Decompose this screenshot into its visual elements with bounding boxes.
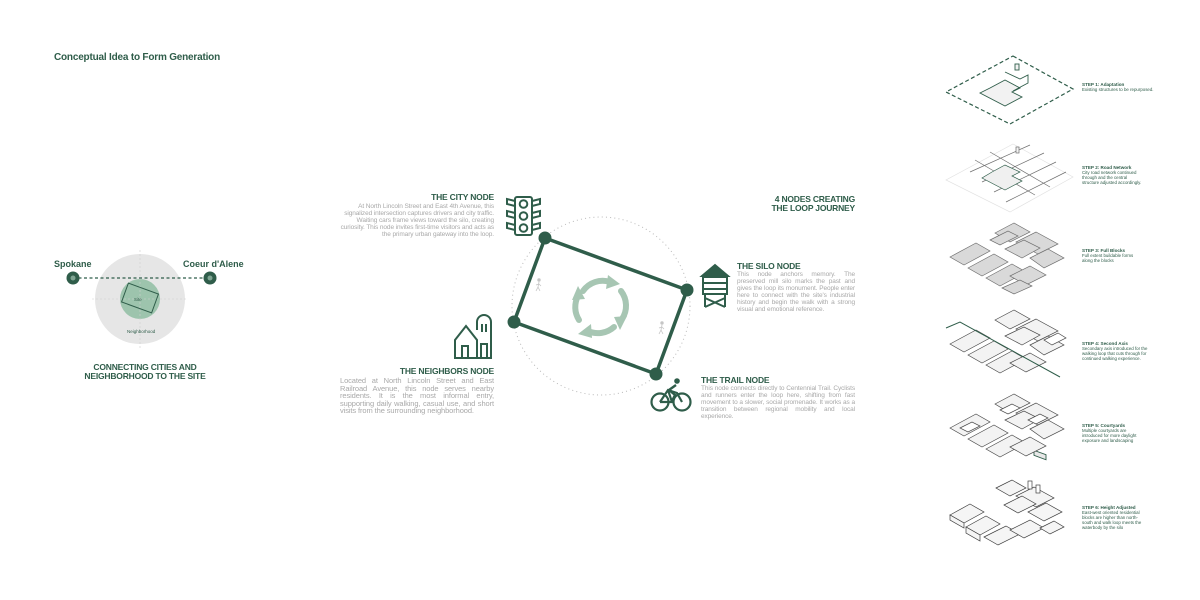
step-3-caption: STEP 3: Full Blocks Full extent buildabl… (1082, 248, 1142, 263)
nodes-heading: 4 NODES CREATING THE LOOP JOURNEY (700, 195, 855, 213)
node-silo-dot (680, 283, 694, 297)
step-5-diagram (949, 393, 1065, 458)
step-2-text: City road network continued through and … (1082, 170, 1142, 186)
step-3-text: Full extent buildable forms along the bl… (1082, 253, 1134, 264)
step-4-title: STEP 4: Second Axis (1082, 341, 1128, 346)
step-6-caption: STEP 6: Height Adjusted East-west orient… (1082, 505, 1148, 530)
city-node-text: At North Lincoln Street and East 4th Ave… (340, 203, 495, 238)
nodes-heading-line-2: THE LOOP JOURNEY (771, 203, 855, 213)
step-2-diagram (945, 143, 1074, 213)
page-title: Conceptual Idea to Form Generation (54, 52, 220, 63)
city-label-spokane: Spokane (54, 259, 92, 269)
step-5-text: Multiple courtyards are introduced for m… (1082, 428, 1137, 444)
neighborhood-label: Neighborhood (127, 329, 156, 334)
step-4-text: Secondary axis introduced for the walkin… (1082, 346, 1148, 362)
connecting-caption: CONNECTING CITIES AND NEIGHBORHOOD TO TH… (60, 363, 230, 381)
house-barn-icon (454, 314, 492, 359)
traffic-light-icon (506, 196, 541, 236)
step-3-title: STEP 3: Full Blocks (1082, 248, 1126, 253)
caption-line-1: CONNECTING CITIES AND (93, 362, 197, 372)
step-4-caption: STEP 4: Second Axis Secondary axis intro… (1082, 341, 1148, 361)
caption-line-2: NEIGHBORHOOD TO THE SITE (84, 371, 206, 381)
step-6-text: East-west oriented residential blocks ar… (1082, 510, 1142, 531)
loop-dotted-circle (511, 216, 691, 396)
trail-node-title: THE TRAIL NODE (701, 375, 770, 385)
step-2-title: STEP 2: Road Network (1082, 165, 1132, 170)
node-neighbors-dot (507, 315, 521, 329)
city-node-title: THE CITY NODE (431, 192, 494, 202)
step-1-caption: STEP 1: Adaptation Existing structures t… (1082, 82, 1154, 92)
step-1-text: Existing structures to be repurposed. (1082, 87, 1154, 93)
bicycle-icon (650, 378, 692, 412)
step-1-diagram (944, 55, 1075, 461)
node-city-dot (538, 231, 552, 245)
silo-node-text: This node anchors memory. The preserved … (737, 271, 855, 313)
site-label: Site (134, 297, 142, 302)
nodes-heading-line-1: 4 NODES CREATING (774, 194, 855, 204)
silo-icon (699, 263, 731, 308)
pedestrian-icon (535, 278, 542, 292)
neighbors-node-text: Located at North Lincoln Street and East… (340, 376, 494, 416)
step-2-caption: STEP 2: Road Network City road network c… (1082, 165, 1142, 185)
neighbors-node-title: THE NEIGHBORS NODE (399, 366, 494, 376)
trail-node-text: This node connects directly to Centennia… (701, 385, 855, 420)
step-5-title: STEP 5: Courtyards (1082, 423, 1126, 428)
node-trail-dot (649, 367, 663, 381)
site-rectangle (120, 282, 160, 314)
step-1-title: STEP 1: Adaptation (1082, 82, 1125, 87)
silo-node-title: THE SILO NODE (737, 261, 801, 271)
step-3-diagram (949, 222, 1065, 295)
step-6-diagram (949, 479, 1065, 546)
step-6-title: STEP 6: Height Adjusted (1082, 505, 1136, 510)
city-label-coeur-dalene: Coeur d'Alene (183, 259, 244, 269)
step-5-caption: STEP 5: Courtyards Multiple courtyards a… (1082, 423, 1146, 443)
step-4-diagram (945, 309, 1067, 378)
